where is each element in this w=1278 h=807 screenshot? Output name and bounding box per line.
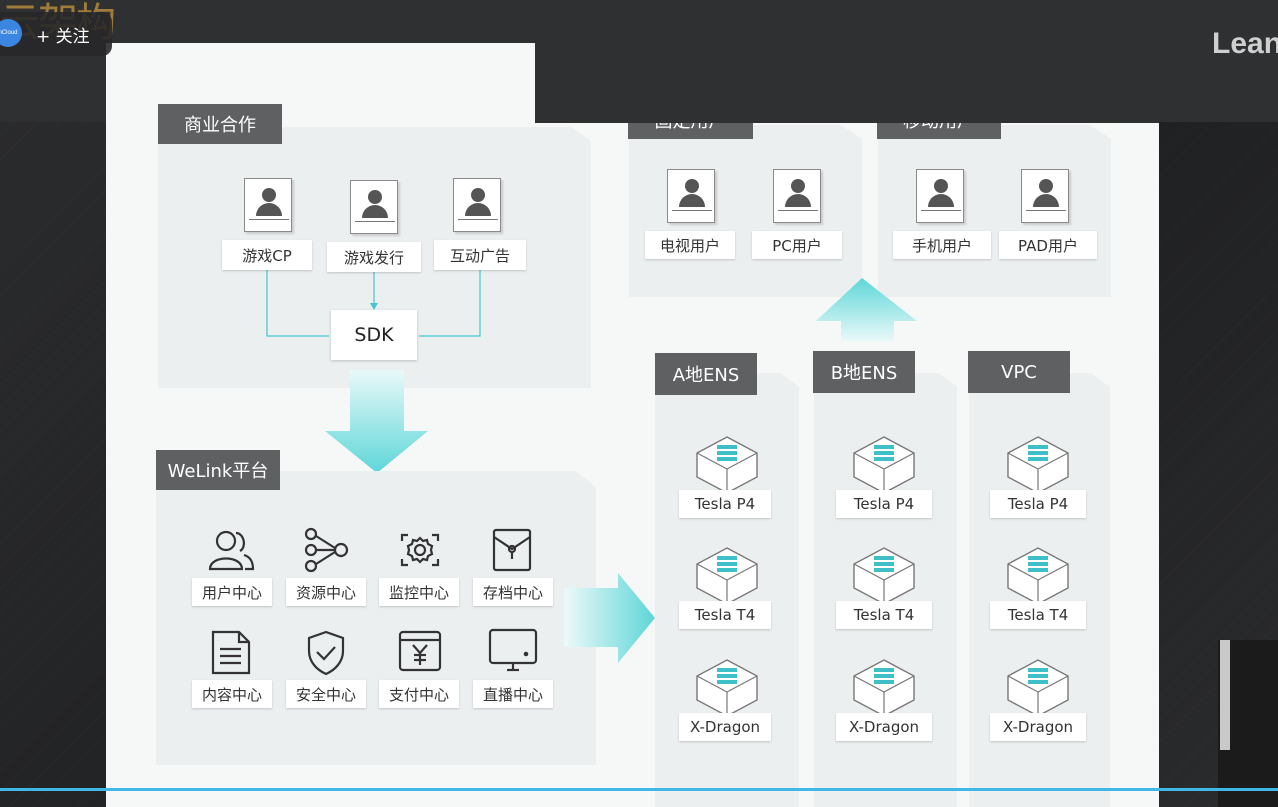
server-icon bbox=[853, 659, 915, 717]
server-label: Tesla T4 bbox=[836, 601, 932, 629]
server-icon bbox=[1007, 659, 1069, 717]
server-label: Tesla T4 bbox=[990, 601, 1086, 629]
center-label: 支付中心 bbox=[379, 680, 459, 708]
user-icon bbox=[453, 178, 501, 232]
user-icon bbox=[1021, 169, 1069, 223]
mobile-user-phone: 手机用户 bbox=[893, 231, 991, 259]
mobile-user-pad: PAD用户 bbox=[999, 231, 1097, 259]
server-label: Tesla P4 bbox=[990, 490, 1086, 518]
center-label: 存档中心 bbox=[473, 578, 553, 606]
user-icon bbox=[350, 180, 398, 234]
business-item-ad: 互动广告 bbox=[434, 240, 526, 270]
shield-check-icon bbox=[307, 630, 345, 676]
sdk-connectors bbox=[266, 270, 481, 337]
server-label: X-Dragon bbox=[679, 713, 771, 741]
network-nodes-icon bbox=[304, 527, 349, 573]
document-icon bbox=[211, 630, 251, 675]
center-label: 用户中心 bbox=[192, 578, 272, 606]
welink-panel bbox=[156, 471, 596, 765]
users-icon bbox=[208, 530, 255, 571]
region-title-a: A地ENS bbox=[655, 353, 757, 395]
presentation-slide: 商业合作 游戏CP 游戏发行 互动广告 SDK WeLink平台 bbox=[106, 43, 1159, 807]
server-icon bbox=[696, 659, 758, 717]
center-label: 内容中心 bbox=[192, 680, 272, 708]
server-icon bbox=[696, 547, 758, 605]
user-icon bbox=[244, 178, 292, 232]
server-icon bbox=[853, 547, 915, 605]
up-arrow-shape bbox=[816, 278, 917, 341]
brand-text: Lean bbox=[1212, 27, 1278, 60]
user-icon bbox=[916, 169, 964, 223]
decoration-bar bbox=[1220, 640, 1230, 750]
server-icon bbox=[696, 436, 758, 494]
welink-title: WeLink平台 bbox=[156, 450, 280, 490]
progress-line bbox=[0, 788, 1278, 791]
server-label: Tesla P4 bbox=[679, 490, 771, 518]
slide-top-mask bbox=[535, 43, 1159, 123]
monitor-icon bbox=[488, 628, 538, 672]
center-label: 安全中心 bbox=[286, 680, 366, 708]
center-label: 资源中心 bbox=[286, 578, 366, 606]
right-arrow bbox=[564, 573, 655, 663]
center-label: 直播中心 bbox=[473, 680, 553, 708]
fixed-user-tv: 电视用户 bbox=[645, 231, 735, 259]
business-item-game-cp: 游戏CP bbox=[222, 240, 312, 270]
business-item-game-publish: 游戏发行 bbox=[327, 242, 421, 272]
mobile-users-panel bbox=[878, 125, 1111, 297]
background-decoration bbox=[1218, 640, 1278, 807]
down-arrow bbox=[325, 370, 428, 473]
gear-icon bbox=[400, 533, 440, 567]
region-title-vpc: VPC bbox=[968, 351, 1070, 393]
server-label: X-Dragon bbox=[990, 713, 1086, 741]
server-icon bbox=[1007, 436, 1069, 494]
user-icon bbox=[773, 169, 821, 223]
server-icon bbox=[1007, 547, 1069, 605]
user-icon bbox=[667, 169, 715, 223]
center-label: 监控中心 bbox=[379, 578, 459, 606]
follow-button[interactable]: + 关注 bbox=[36, 27, 90, 47]
sdk-box: SDK bbox=[331, 310, 417, 360]
region-title-b: B地ENS bbox=[813, 351, 915, 393]
channel-avatar[interactable]: nCloud bbox=[0, 19, 22, 47]
server-label: Tesla T4 bbox=[679, 601, 771, 629]
archive-icon bbox=[492, 528, 532, 572]
business-title: 商业合作 bbox=[158, 104, 282, 144]
server-label: X-Dragon bbox=[836, 713, 932, 741]
fixed-user-pc: PC用户 bbox=[752, 231, 842, 259]
yen-payment-icon bbox=[398, 630, 442, 672]
server-icon bbox=[853, 436, 915, 494]
fixed-users-panel bbox=[629, 125, 862, 297]
server-label: Tesla P4 bbox=[836, 490, 932, 518]
